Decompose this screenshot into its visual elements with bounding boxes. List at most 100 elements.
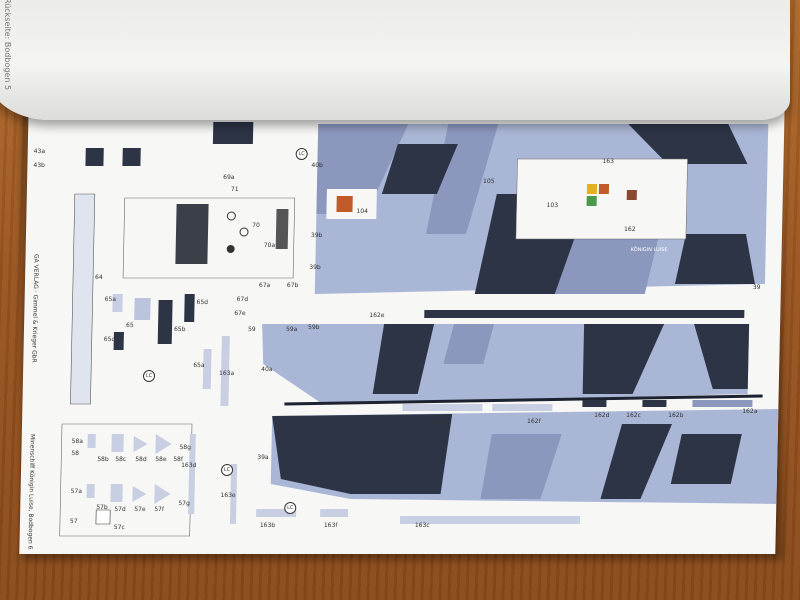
part-65b-label: 65b [173, 326, 186, 333]
wing-part [132, 486, 147, 502]
part-57-shape [86, 484, 95, 498]
part-162a-label: 162a [742, 408, 758, 415]
part-65c-shape [113, 332, 124, 350]
part-57-shape [110, 484, 123, 502]
upper-hull-piece [314, 124, 769, 294]
part-163f-strip [320, 509, 349, 517]
part-65a-second-label: 65a [193, 362, 205, 369]
part-58-shape [111, 434, 124, 452]
part-57b-label: 57b [96, 504, 108, 511]
part-163-label: 163 [602, 158, 615, 165]
part-162e-label: 162e [369, 312, 385, 319]
part-162e-strip [399, 516, 581, 524]
part-163e-label: 163e [220, 492, 236, 499]
part-39-label: 39 [752, 284, 761, 291]
part-163b-label: 163b [259, 522, 276, 529]
part-65d-shape [184, 294, 195, 322]
part-71-label: 71 [230, 186, 239, 193]
part-162c-label: 162c [626, 412, 642, 419]
lower-hull-piece [262, 324, 783, 504]
part-103-label: 103 [546, 202, 559, 209]
part-58a-label: 58a [71, 438, 84, 445]
part-162-label: 162 [624, 226, 636, 233]
part-57b-shape [95, 509, 111, 525]
part-65a-label: 65a [104, 296, 117, 303]
part-58-label: 58 [71, 450, 80, 457]
part-67a-label: 67a [258, 282, 271, 289]
part-64-label: 64 [95, 274, 103, 281]
part-163d-label: 163d [181, 462, 197, 469]
anchor-part [275, 209, 289, 249]
part-65c-label: 65c [103, 336, 115, 343]
part-58-shape [87, 434, 96, 448]
round-part [226, 211, 236, 221]
part-163e-strip [229, 464, 238, 524]
part-67e-label: 67e [234, 310, 246, 317]
detail-panel [122, 197, 296, 279]
long-strip-part [70, 193, 96, 405]
part-162b-label: 162b [668, 412, 684, 419]
part-163a-strip [220, 336, 230, 406]
left-parts-area [59, 122, 783, 537]
part-40b-label: 40b [311, 162, 323, 169]
part-163f-label: 163f [323, 522, 338, 529]
part-39b-label: 39b [310, 232, 323, 239]
part-57f-label: 57f [154, 506, 165, 513]
small-dark-block [212, 122, 254, 144]
part-70a-label: 70a [263, 242, 276, 249]
part-65d-label: 65d [196, 299, 209, 306]
part-58b-label: 58b [97, 456, 109, 463]
wing-part [133, 436, 148, 452]
part-162f-label: 162f [526, 418, 541, 425]
part-59b-label: 59b [307, 324, 320, 331]
part-65x-shape [202, 349, 212, 389]
part-59a-label: 59a [285, 326, 298, 333]
part-65-label: 65 [126, 322, 134, 329]
part-69a-label: 69a [223, 174, 235, 181]
curled-page-text: Rückseite: Bodbogen 5 [3, 0, 12, 91]
dark-detail-part [175, 204, 209, 264]
part-162g-strip [402, 404, 483, 411]
wing-part [155, 434, 172, 454]
part-162f-strip [492, 404, 553, 411]
small-dark-block [122, 148, 141, 166]
part-162b-strip [642, 400, 667, 407]
part-67b-label: 67b [286, 282, 299, 289]
part-58e-label: 58e [155, 456, 167, 463]
part-43a-label: 43a [33, 148, 46, 155]
part-39a-label: 39a [257, 454, 269, 461]
part-57-label: 57 [69, 518, 78, 525]
part-59-label: 59 [247, 326, 256, 333]
part-65a-shape [112, 294, 123, 312]
part-57d-label: 57d [114, 506, 126, 513]
part-104-label: 104 [356, 208, 368, 215]
part-163c-strip [188, 434, 196, 514]
part-43b-label: 43b [33, 162, 45, 169]
part-58g-label: 58g [179, 444, 192, 451]
part-105-label: 105 [483, 178, 495, 185]
part-162d-strip [582, 400, 607, 407]
part-65b-shape [157, 300, 173, 344]
part-58d-label: 58d [135, 456, 147, 463]
part-162a-strip [692, 400, 753, 407]
wing-part [154, 484, 171, 504]
round-part [226, 245, 235, 253]
part-163c-label: 163c [414, 522, 430, 529]
part-39b-second-label: 39b [309, 264, 321, 271]
part-65-shape [134, 298, 151, 320]
ship-name-label: KÖNIGIN LUISE [630, 247, 668, 253]
part-57a-label: 57a [70, 488, 82, 495]
part-57c-label: 57c [113, 524, 125, 531]
part-58c-label: 58c [115, 456, 127, 463]
part-162g-label: 162g [429, 418, 446, 425]
part-162d-label: 162d [594, 412, 610, 419]
part-57e-label: 57e [134, 506, 146, 513]
part-40a-label: 40a [261, 366, 273, 373]
part-67d-label: 67d [236, 296, 249, 303]
part-57g-label: 57g [178, 500, 190, 507]
small-dark-block [85, 148, 104, 166]
curled-page: Rückseite: Bodbogen 5 [0, 0, 790, 120]
round-part [239, 227, 249, 237]
part-163a-label: 163a [218, 370, 235, 377]
part-162-top-strip [424, 310, 745, 318]
